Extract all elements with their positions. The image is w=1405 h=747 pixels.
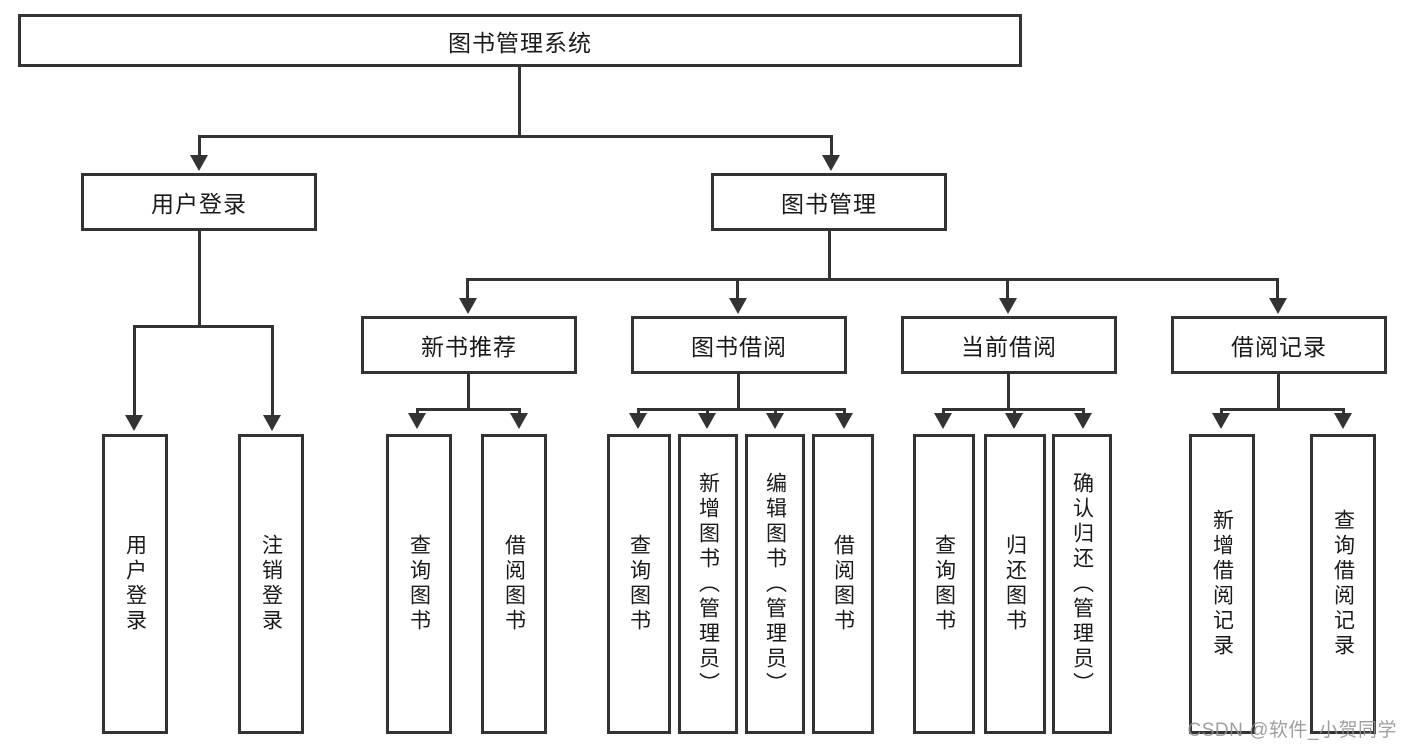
arrow-to-leaf-confirm-return	[1074, 413, 1092, 429]
node-label: 查询图书	[407, 534, 431, 634]
edge-g3-drop-1	[942, 408, 945, 415]
node-leaf-6[interactable]: 新增图书（管理员）	[678, 434, 738, 734]
edge-g3-drop-3	[1082, 408, 1085, 415]
edge-root-bus	[198, 135, 832, 138]
edge-root-drop-right	[830, 135, 833, 157]
edge-management-bus	[466, 278, 1276, 281]
edge-g1-stem	[467, 374, 470, 408]
node-label: 当前借阅	[961, 334, 1057, 360]
node-level3-2[interactable]: 图书借阅	[631, 316, 847, 374]
edge-g2-drop-2	[706, 408, 709, 415]
node-level3-3[interactable]: 当前借阅	[901, 316, 1117, 374]
arrow-to-leaf-edit-book	[766, 413, 784, 429]
edge-g4-drop-2	[1342, 408, 1345, 415]
node-label: 用户登录	[151, 191, 247, 217]
node-label: 注销登录	[259, 534, 283, 634]
node-leaf-1[interactable]: 用户登录	[102, 434, 168, 734]
node-leaf-7[interactable]: 编辑图书（管理员）	[745, 434, 805, 734]
arrow-to-user-login	[190, 155, 208, 171]
edge-login-drop-a	[133, 325, 136, 417]
edge-management-drop-2	[736, 278, 739, 300]
node-label: 图书管理	[781, 191, 877, 217]
node-label: 查询图书	[932, 534, 956, 634]
edge-root-drop-left	[198, 135, 201, 157]
arrow-to-leaf-query-book-1	[408, 413, 426, 429]
node-label: 确认归还（管理员）	[1070, 471, 1094, 697]
node-label: 新增借阅记录	[1210, 509, 1234, 659]
edge-management-drop-1	[466, 278, 469, 300]
arrow-to-leaf-borrow-book-2	[835, 413, 853, 429]
node-label: 新增图书（管理员）	[696, 471, 720, 697]
node-leaf-12[interactable]: 新增借阅记录	[1189, 434, 1255, 734]
edge-g1-drop-1	[416, 408, 419, 415]
node-label: 查询图书	[627, 534, 651, 634]
arrow-to-leaf-user-login	[125, 415, 143, 431]
node-leaf-5[interactable]: 查询图书	[607, 434, 671, 734]
edge-management-drop-3	[1006, 278, 1009, 300]
edge-g4-stem	[1277, 374, 1280, 408]
arrow-to-leaf-return-book	[1005, 413, 1023, 429]
arrow-to-leaf-query-book-3	[934, 413, 952, 429]
arrow-to-leaf-add-record	[1212, 413, 1230, 429]
node-level2-1[interactable]: 用户登录	[81, 173, 317, 231]
edge-g3-stem	[1007, 374, 1010, 408]
edge-root-stem	[518, 67, 521, 135]
edge-g2-drop-3	[774, 408, 777, 415]
node-label: 图书管理系统	[448, 29, 592, 56]
edge-g1-drop-2	[518, 408, 521, 415]
edge-g2-drop-4	[843, 408, 846, 415]
edge-g4-drop-1	[1220, 408, 1223, 415]
edge-login-stem	[198, 231, 201, 325]
node-label: 编辑图书（管理员）	[763, 471, 787, 697]
edge-g3-bus	[942, 408, 1082, 411]
arrow-to-leaf-query-book-2	[629, 413, 647, 429]
arrow-to-leaf-logout	[263, 415, 281, 431]
node-leaf-9[interactable]: 查询图书	[913, 434, 975, 734]
edge-g1-bus	[416, 408, 518, 411]
node-label: 借阅图书	[831, 534, 855, 634]
node-level3-4[interactable]: 借阅记录	[1171, 316, 1387, 374]
edge-login-drop-b	[271, 325, 274, 417]
arrow-to-book-borrow	[729, 298, 747, 314]
arrow-to-leaf-add-book	[698, 413, 716, 429]
edge-g2-drop-1	[637, 408, 640, 415]
arrow-to-borrow-record	[1269, 298, 1287, 314]
node-leaf-13[interactable]: 查询借阅记录	[1310, 434, 1376, 734]
arrow-to-leaf-borrow-book-1	[510, 413, 528, 429]
edge-g3-drop-2	[1013, 408, 1016, 415]
edge-login-bus	[133, 325, 271, 328]
node-label: 新书推荐	[421, 334, 517, 360]
edge-g4-bus	[1220, 408, 1342, 411]
node-label: 归还图书	[1003, 534, 1027, 634]
arrow-to-leaf-query-record	[1334, 413, 1352, 429]
node-label: 用户登录	[123, 534, 147, 634]
node-label: 查询借阅记录	[1331, 509, 1355, 659]
node-leaf-8[interactable]: 借阅图书	[812, 434, 874, 734]
arrow-to-current-borrow	[999, 298, 1017, 314]
edge-management-stem	[828, 231, 831, 278]
node-leaf-2[interactable]: 注销登录	[238, 434, 304, 734]
node-level2-2[interactable]: 图书管理	[711, 173, 947, 231]
node-leaf-10[interactable]: 归还图书	[984, 434, 1046, 734]
node-leaf-11[interactable]: 确认归还（管理员）	[1052, 434, 1112, 734]
node-label: 借阅图书	[502, 534, 526, 634]
node-label: 借阅记录	[1231, 334, 1327, 360]
arrow-to-new-book-recommend	[459, 298, 477, 314]
edge-management-drop-4	[1276, 278, 1279, 300]
node-leaf-4[interactable]: 借阅图书	[481, 434, 547, 734]
watermark-text: CSDN @软件_小贺同学	[1187, 720, 1397, 741]
arrow-to-book-management	[822, 155, 840, 171]
edge-g2-bus	[637, 408, 843, 411]
node-root-book-management-system[interactable]: 图书管理系统	[18, 14, 1022, 67]
node-label: 图书借阅	[691, 334, 787, 360]
node-leaf-3[interactable]: 查询图书	[386, 434, 452, 734]
edge-g2-stem	[737, 374, 740, 408]
node-level3-1[interactable]: 新书推荐	[361, 316, 577, 374]
